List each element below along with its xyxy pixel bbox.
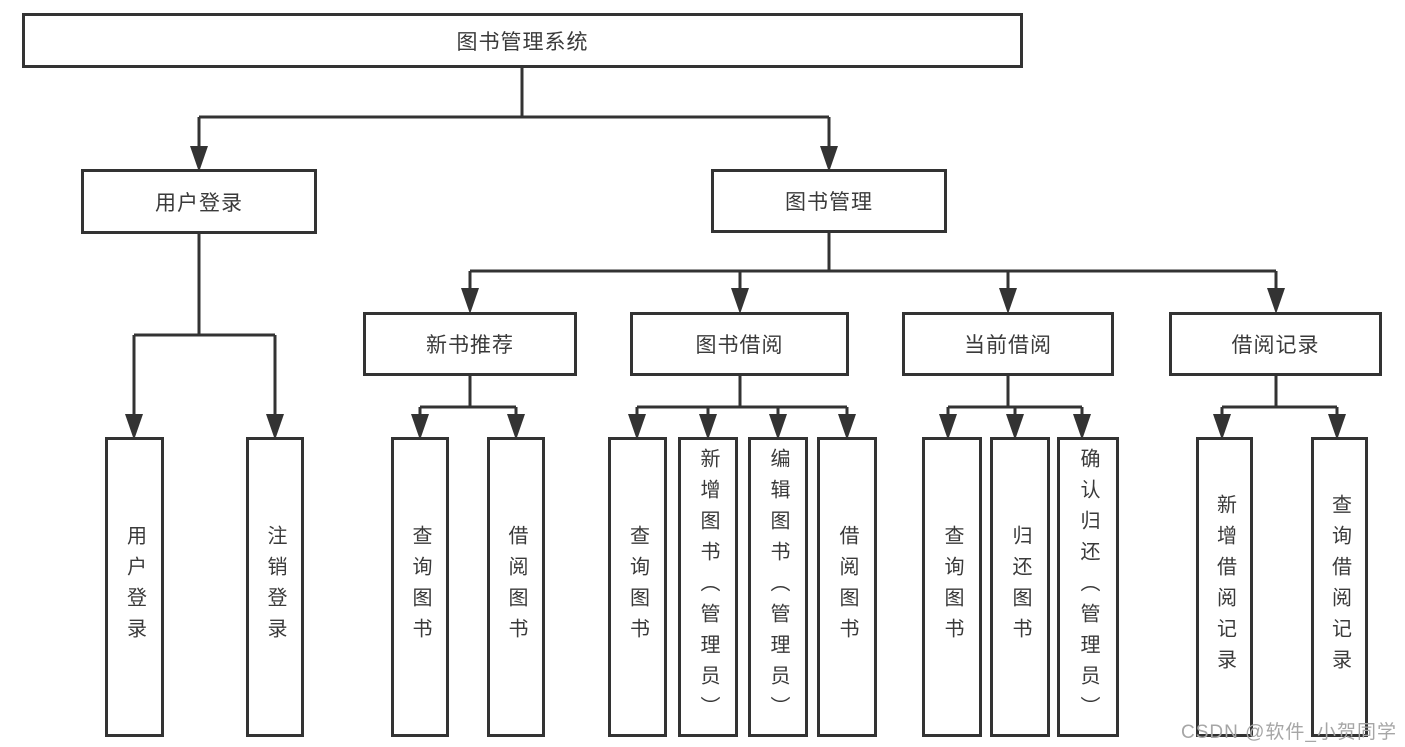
leaf-label: 归还图书: [1009, 525, 1031, 649]
connector-borrow-records-to-leaves: [1213, 376, 1346, 440]
arrowhead-icon: [699, 414, 717, 440]
connector-user-login-to-leaves: [125, 234, 284, 440]
leaf-label: 查询借阅记录: [1328, 494, 1351, 680]
leaf-label: 借阅图书: [505, 525, 527, 649]
leaf-query-books-current: 查询图书: [922, 437, 982, 737]
node-library-management-system: 图书管理系统: [22, 13, 1023, 68]
connector-line: [635, 376, 849, 416]
leaf-label: 查询图书: [941, 525, 963, 649]
arrowhead-icon: [507, 414, 525, 440]
arrowhead-icon: [461, 288, 479, 314]
node-current-borrow: 当前借阅: [902, 312, 1114, 376]
connector-root-to-level2: [190, 68, 838, 172]
arrowhead-icon: [190, 146, 208, 172]
node-label: 借阅记录: [1231, 334, 1320, 357]
leaf-borrow-books-recommend: 借阅图书: [487, 437, 545, 737]
arrowhead-icon: [731, 288, 749, 314]
leaf-add-books-admin: 新增图书（管理员）: [678, 437, 738, 737]
connector-line: [1220, 376, 1339, 416]
connector-book-borrow-to-leaves: [628, 376, 856, 440]
leaf-query-books-borrow: 查询图书: [608, 437, 667, 737]
arrowhead-icon: [628, 414, 646, 440]
connector-line: [468, 233, 1278, 290]
node-book-borrow: 图书借阅: [630, 312, 849, 376]
arrowhead-icon: [769, 414, 787, 440]
connector-book-management-to-level3: [461, 233, 1285, 314]
arrowhead-icon: [820, 146, 838, 172]
node-label: 图书管理系统: [456, 30, 589, 54]
leaf-user-login: 用户登录: [105, 437, 164, 737]
leaf-label: 编辑图书（管理员）: [767, 447, 789, 727]
arrowhead-icon: [125, 414, 143, 440]
node-label: 当前借阅: [964, 334, 1052, 357]
connector-current-borrow-to-leaves: [939, 376, 1091, 440]
connector-line: [946, 376, 1084, 416]
node-user-login: 用户登录: [81, 169, 317, 234]
connector-new-book-recommend-to-leaves: [411, 376, 525, 440]
leaf-label: 新增借阅记录: [1213, 494, 1236, 680]
leaf-label: 新增图书（管理员）: [697, 447, 719, 727]
leaf-logout: 注销登录: [246, 437, 304, 737]
node-label: 图书借阅: [695, 334, 784, 357]
leaf-label: 注销登录: [264, 525, 286, 649]
leaf-label: 借阅图书: [836, 525, 858, 649]
node-label: 新书推荐: [426, 334, 514, 357]
node-book-management: 图书管理: [711, 169, 947, 233]
leaf-edit-books-admin: 编辑图书（管理员）: [748, 437, 808, 737]
arrowhead-icon: [1073, 414, 1091, 440]
arrowhead-icon: [1328, 414, 1346, 440]
arrowhead-icon: [266, 414, 284, 440]
leaf-label: 查询图书: [409, 525, 431, 649]
arrowhead-icon: [838, 414, 856, 440]
leaf-borrow-books: 借阅图书: [817, 437, 877, 737]
arrowhead-icon: [939, 414, 957, 440]
connector-line: [197, 68, 831, 148]
leaf-query-books-recommend: 查询图书: [391, 437, 449, 737]
arrowhead-icon: [999, 288, 1017, 314]
node-borrow-records: 借阅记录: [1169, 312, 1382, 376]
arrowhead-icon: [1006, 414, 1024, 440]
arrowhead-icon: [1213, 414, 1231, 440]
csdn-watermark: CSDN @软件_小贺同学: [1181, 722, 1397, 743]
arrowhead-icon: [411, 414, 429, 440]
leaf-confirm-return-admin: 确认归还（管理员）: [1057, 437, 1119, 737]
node-label: 图书管理: [785, 191, 873, 214]
node-label: 用户登录: [155, 191, 243, 215]
leaf-add-borrow-record: 新增借阅记录: [1196, 437, 1253, 737]
connector-line: [132, 234, 277, 416]
arrowhead-icon: [1267, 288, 1285, 314]
leaf-return-books: 归还图书: [990, 437, 1050, 737]
node-new-book-recommend: 新书推荐: [363, 312, 577, 376]
leaf-label: 确认归还（管理员）: [1077, 447, 1099, 727]
leaf-label: 查询图书: [626, 525, 649, 649]
leaf-query-borrow-record: 查询借阅记录: [1311, 437, 1368, 737]
connector-line: [418, 376, 518, 416]
leaf-label: 用户登录: [123, 525, 146, 649]
